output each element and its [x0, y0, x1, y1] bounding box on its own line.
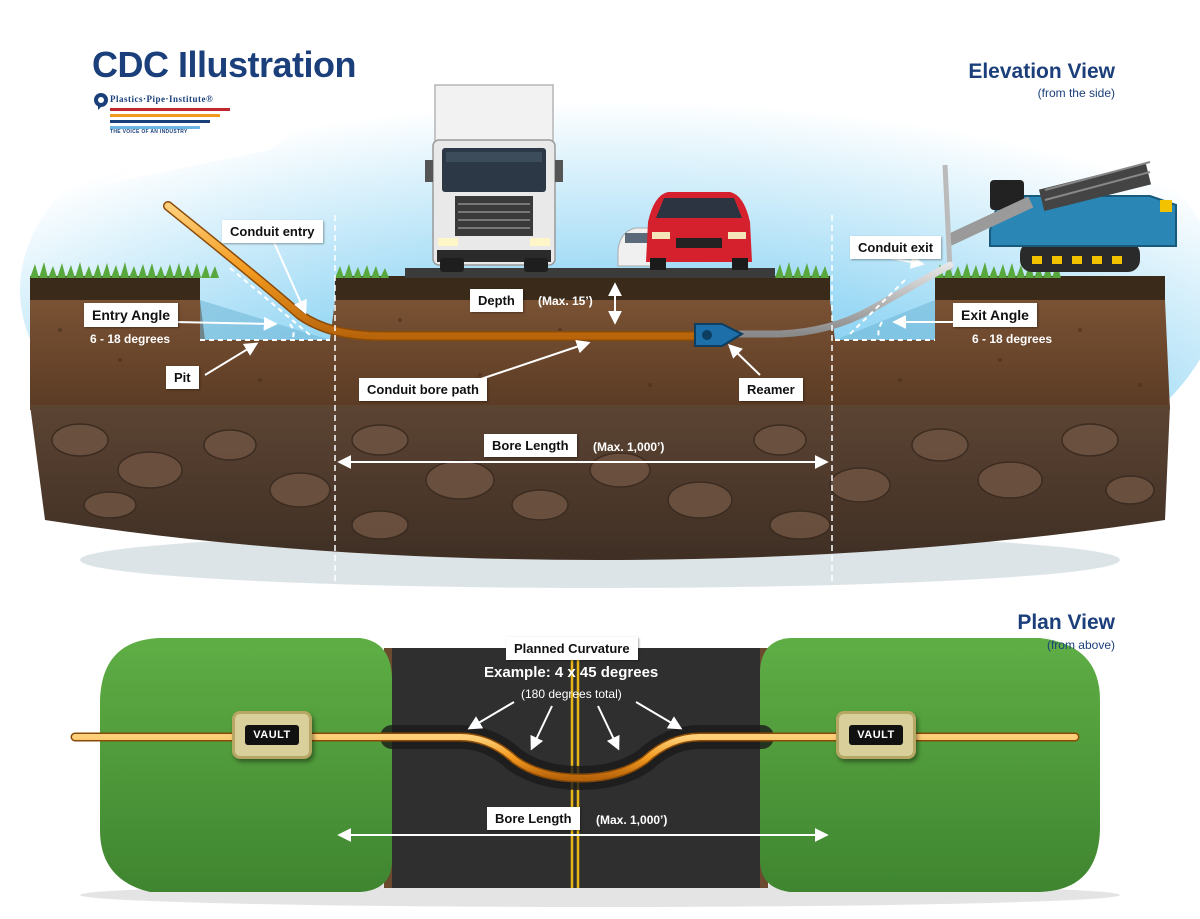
vault-right: VAULT [836, 711, 916, 759]
red-car [646, 192, 752, 270]
bore-length-label-plan: Bore Length [487, 807, 580, 830]
grass-plan-left [100, 638, 392, 892]
bore-length-max-plan: (Max. 1,000’) [596, 813, 668, 827]
plan-view-subtitle: (from above) [1046, 638, 1115, 652]
entry-angle-label: Entry Angle [84, 303, 179, 327]
plan-view-title: Plan View [1017, 611, 1115, 634]
curvature-example: Example: 4 x 45 degrees [484, 664, 659, 681]
vault-left: VAULT [232, 711, 312, 759]
bore-length-label-elevation: Bore Length [484, 434, 577, 457]
depth-max: (Max. 15’) [538, 294, 593, 308]
grass-plan-right [760, 638, 1100, 892]
vault-left-label: VAULT [245, 725, 299, 745]
ppi-logo [92, 92, 272, 136]
curvature-total: (180 degrees total) [521, 687, 622, 701]
conduit-exit-label: Conduit exit [850, 236, 942, 259]
entry-angle-range: 6 - 18 degrees [90, 332, 171, 346]
exit-angle-range: 6 - 18 degrees [972, 332, 1053, 346]
soil-layer [30, 300, 1170, 410]
plan-conduit-highlight [72, 734, 1078, 782]
drill-rig [942, 161, 1177, 272]
road-surface [405, 268, 775, 278]
elevation-arrows [174, 237, 955, 469]
exit-angle-label: Exit Angle [953, 303, 1037, 327]
org-tagline: THE VOICE OF AN INDUSTRY [110, 129, 188, 135]
angle-guides [200, 267, 935, 341]
bore-length-max-elevation: (Max. 1,000’) [593, 440, 665, 454]
planned-curvature-label: Planned Curvature [506, 637, 638, 660]
depth-label: Depth [470, 289, 523, 312]
truck [425, 84, 563, 272]
reamer [694, 323, 745, 347]
conduit-entry-label: Conduit entry [222, 220, 323, 243]
pit-label: Pit [166, 366, 199, 389]
elevation-view-subtitle: (from the side) [1037, 86, 1115, 100]
ppi-stripes [110, 108, 230, 129]
vault-right-label: VAULT [849, 725, 903, 745]
sky-pointer [100, 60, 380, 185]
org-name: Plastics·Pipe·Institute® [110, 94, 214, 104]
reamer-label: Reamer [739, 378, 803, 401]
ppi-logo-mark [94, 93, 108, 110]
page-title: CDC Illustration [92, 44, 357, 85]
soil-specks [58, 318, 1142, 387]
grass-tops [30, 262, 1165, 300]
exit-pit [835, 300, 935, 340]
drill-steel [736, 261, 954, 338]
elevation-view-title: Elevation View [968, 60, 1115, 83]
bore-path-label: Conduit bore path [359, 378, 487, 401]
plan-arrows [337, 701, 829, 842]
